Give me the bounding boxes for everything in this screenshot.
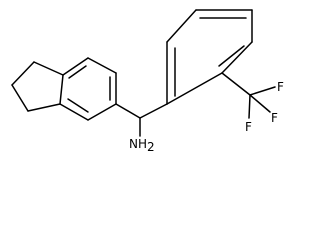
bond [27,103,61,112]
bond [11,61,35,86]
bond [59,74,64,105]
trifluoromethyl-group [221,72,276,119]
bond-to-fluorine [249,86,276,96]
methanamine-carbon [115,103,168,137]
bond [166,72,223,105]
bond [33,61,64,76]
double-bond-inner [218,45,245,67]
bond [87,103,117,121]
bond [59,103,89,121]
fluorine-label: F [271,111,278,125]
bond [62,57,89,76]
amine-label: NH2 [129,137,155,153]
double-bond-inner [67,98,89,113]
bond [221,72,251,96]
bond-to-fluorine [248,94,251,119]
bond [87,57,117,74]
trifluoromethylphenyl-ring [166,9,253,105]
fluorine-label: F [277,80,284,94]
bond [115,103,141,119]
bond [139,103,168,119]
double-bond-inner [68,65,87,79]
bond [166,9,197,43]
bond [11,84,29,112]
indane-cyclopentane-ring [11,61,64,112]
bond [221,41,253,74]
chemical-structure: NH2 F F F [11,9,284,153]
indane-benzene-ring [59,57,117,121]
bond-to-fluorine [249,94,271,113]
fluorine-label: F [245,120,252,134]
